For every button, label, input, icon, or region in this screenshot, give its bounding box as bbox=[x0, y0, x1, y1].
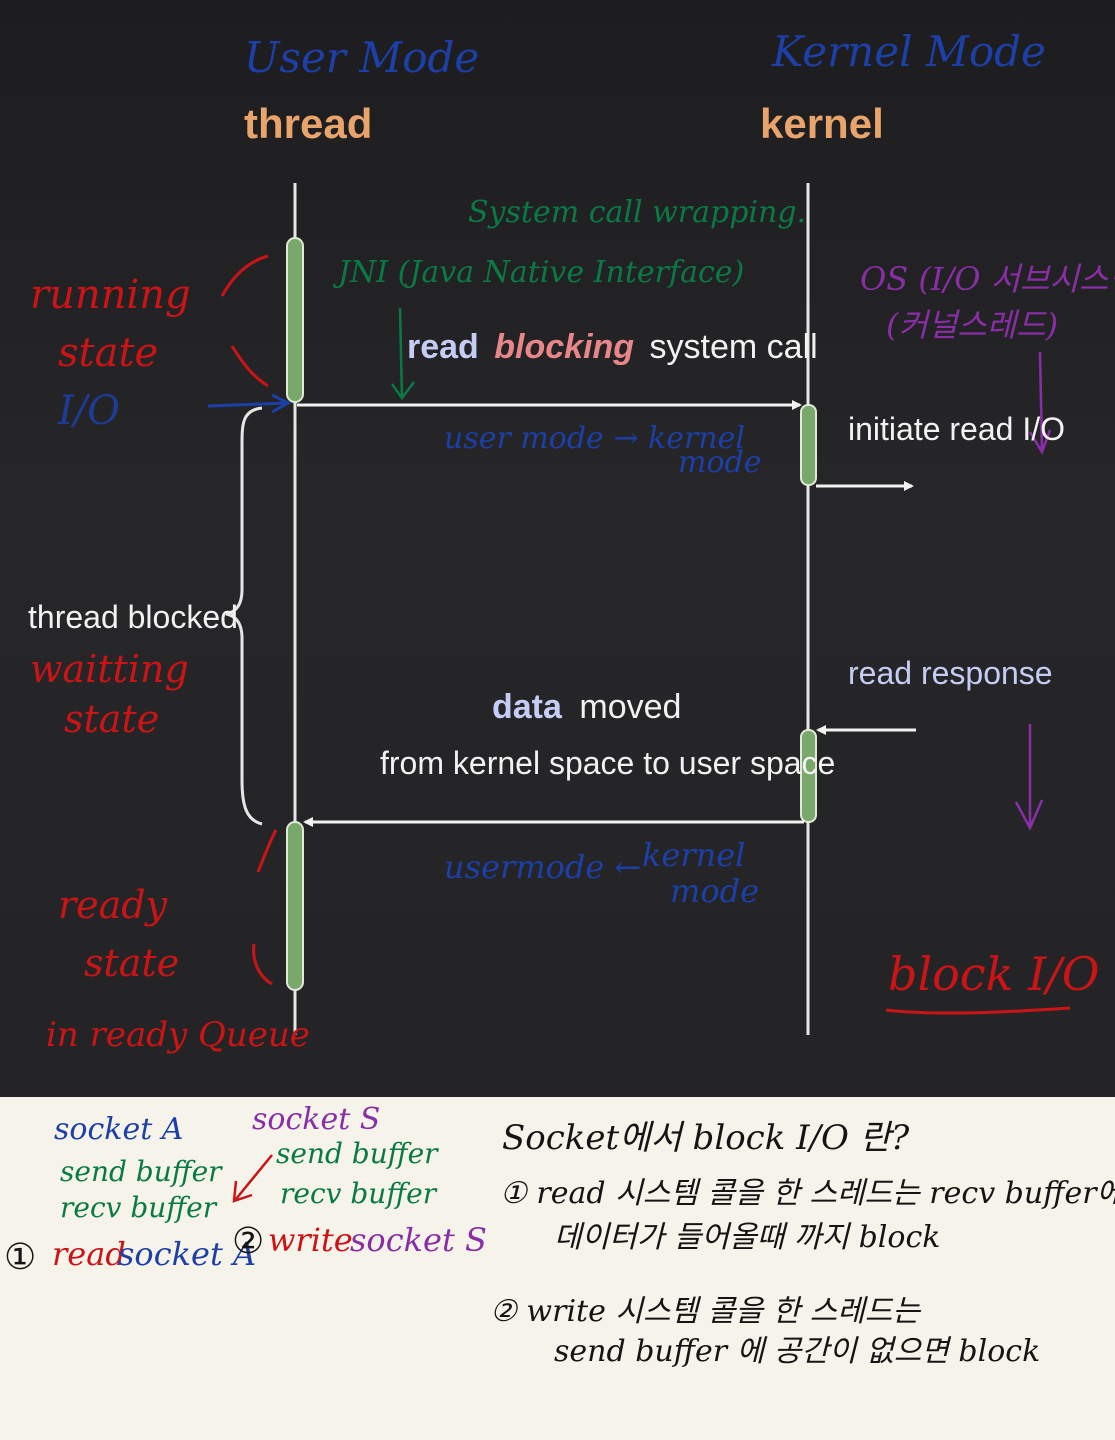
socket-s-send-buffer: send buffer bbox=[276, 1137, 439, 1170]
data-word: data bbox=[492, 688, 563, 726]
running-bracket-mark bbox=[220, 254, 269, 297]
kernel-header: kernel bbox=[760, 100, 884, 147]
ready-bracket-mark-2 bbox=[252, 943, 273, 986]
blocking-word: blocking bbox=[494, 328, 634, 366]
running-bracket-mark-2 bbox=[230, 345, 269, 388]
kernel-to-user-space-label: from kernel space to user space bbox=[380, 745, 835, 781]
kernel-activation-initiate bbox=[800, 404, 817, 486]
initiate-read-label: initiate read I/O bbox=[848, 411, 1065, 447]
kernel-to-user-note: usermode ← bbox=[444, 848, 641, 886]
user-to-kernel-note: user mode → kernel bbox=[444, 421, 745, 456]
ready-label: ready bbox=[58, 883, 168, 927]
system-call-wrapping-note: System call wrapping. bbox=[468, 195, 806, 230]
step2-socket: socket S bbox=[350, 1221, 487, 1259]
moved-word: moved bbox=[579, 688, 681, 726]
thread-blocked-label: thread blocked bbox=[28, 599, 238, 635]
waiting-state-label: state bbox=[64, 697, 159, 741]
system-call-word: system call bbox=[650, 328, 818, 366]
notes-canvas: socket A send buffer recv buffer socket … bbox=[4, 1102, 1115, 1369]
os-io-subsystem-note: OS (I/O 서브시스템) bbox=[860, 260, 1115, 298]
read-response-label: read response bbox=[848, 655, 1053, 691]
step2-number: ② bbox=[232, 1221, 264, 1262]
jni-pointer-arrow bbox=[390, 307, 415, 401]
running-state-label: state bbox=[58, 330, 158, 376]
read-word: read bbox=[407, 328, 479, 366]
handwritten-notes-panel: socket A send buffer recv buffer socket … bbox=[0, 1097, 1115, 1440]
step1-socket: socket A bbox=[118, 1235, 256, 1273]
socket-s-recv-buffer: recv buffer bbox=[280, 1177, 438, 1210]
step1-number: ① bbox=[4, 1237, 36, 1278]
kernel-mode-label: Kernel Mode bbox=[771, 27, 1046, 76]
block-io-underline bbox=[885, 1006, 1071, 1015]
ready-state-label: state bbox=[84, 941, 179, 985]
socket-a-send-buffer: send buffer bbox=[60, 1155, 223, 1188]
running-label: running bbox=[30, 272, 191, 318]
kernel-activation-response bbox=[800, 729, 817, 823]
jni-note: JNI (Java Native Interface) bbox=[332, 255, 744, 290]
item1-line2: 데이터가 들어올때 까지 block bbox=[554, 1220, 940, 1255]
item2-line1: ② write 시스템 콜을 한 스레드는 bbox=[490, 1294, 921, 1329]
send-buffer-pointer-arrow bbox=[232, 1154, 273, 1203]
data-moved-label: data moved bbox=[492, 688, 681, 726]
response-down-arrow bbox=[1014, 724, 1044, 831]
running-io-label: I/O bbox=[57, 388, 120, 434]
blocked-brace bbox=[225, 406, 263, 826]
step2-write: write bbox=[268, 1221, 353, 1259]
notes-heading: Socket에서 block I/O 란? bbox=[502, 1118, 910, 1158]
block-io-title: block I/O bbox=[888, 947, 1100, 1001]
kernel-to-user-note-right-2: mode bbox=[670, 872, 759, 910]
waiting-label: waitting bbox=[30, 647, 189, 691]
thread-activation-ready bbox=[286, 821, 304, 991]
ready-queue-label: in ready Queue bbox=[46, 1015, 310, 1055]
item1-line1: ① read 시스템 콜을 한 스레드는 recv buffer에 bbox=[500, 1176, 1115, 1211]
kernel-to-user-note-right: kernel bbox=[642, 836, 745, 874]
socket-s-title: socket S bbox=[252, 1102, 380, 1137]
thread-header: thread bbox=[244, 100, 372, 147]
socket-a-recv-buffer: recv buffer bbox=[60, 1191, 218, 1224]
io-pointer-arrow bbox=[207, 393, 292, 414]
os-down-arrow bbox=[1028, 351, 1052, 455]
item2-line2: send buffer 에 공간이 없으면 block bbox=[554, 1334, 1040, 1369]
step1-read: read bbox=[52, 1235, 126, 1273]
kernel-thread-note: (커널스레드) bbox=[886, 306, 1058, 344]
user-to-kernel-note-2: mode bbox=[678, 445, 761, 480]
sequence-diagram: User Mode Kernel Mode thread kernel Syst… bbox=[28, 27, 1115, 1055]
ready-bracket-mark bbox=[256, 829, 278, 873]
read-syscall-label: read blocking system call bbox=[407, 328, 818, 366]
socket-a-title: socket A bbox=[54, 1112, 183, 1147]
user-mode-label: User Mode bbox=[244, 33, 479, 82]
thread-activation-running bbox=[286, 237, 304, 403]
sequence-diagram-panel: User Mode Kernel Mode thread kernel Syst… bbox=[0, 0, 1115, 1097]
